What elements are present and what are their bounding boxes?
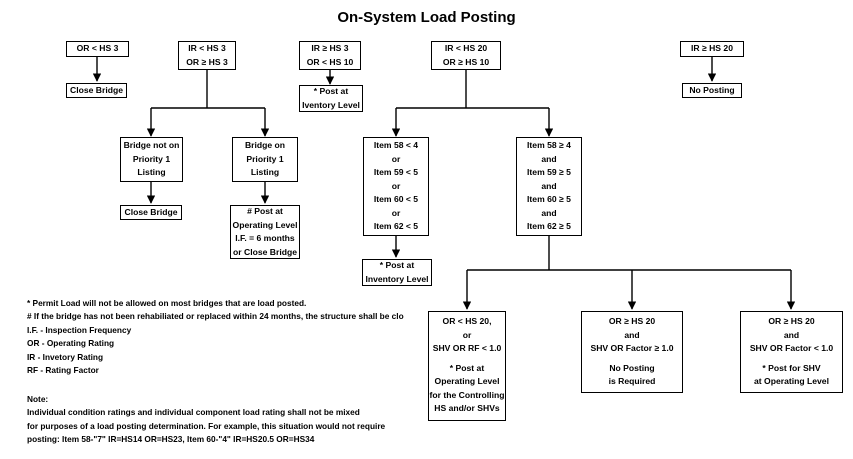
box-close-bridge-2: Close Bridge <box>120 205 182 220</box>
box-post-inventory-2: * Post at Inventory Level <box>362 259 432 286</box>
note-line-3: posting: Item 58-"7" IR=HS14 OR=HS23, It… <box>27 434 315 445</box>
note-label: Note: <box>27 394 49 404</box>
note-ir: IR - Invetory Rating <box>27 351 104 362</box>
note-line-2: for purposes of a load posting determina… <box>27 420 386 431</box>
box-not-priority: Bridge not on Priority 1 Listing <box>120 137 183 182</box>
box-ir-lt-hs20: IR < HS 20 OR ≥ HS 10 <box>431 41 501 70</box>
box-items-lt: Item 58 < 4 or Item 59 < 5 or Item 60 < … <box>363 137 429 236</box>
box-on-priority: Bridge on Priority 1 Listing <box>232 137 298 182</box>
note-or: OR - Operating Rating <box>27 338 115 349</box>
note-if: I.F. - Inspection Frequency <box>27 324 132 335</box>
box-post-operating: # Post at Operating Level I.F. = 6 month… <box>230 205 300 259</box>
box-post-inventory-1: * Post at Iventory Level <box>299 85 363 112</box>
box-ir-ge-hs3: IR ≥ HS 3 OR < HS 10 <box>299 41 361 70</box>
box-ir-ge-hs20: IR ≥ HS 20 <box>680 41 744 57</box>
chart-title: On-System Load Posting <box>337 9 516 26</box>
note-line-1: Individual condition ratings and individ… <box>27 407 360 418</box>
footnotes: * Permit Load will not be allowed on mos… <box>27 297 428 377</box>
note-rf: RF - Rating Factor <box>27 365 99 376</box>
note-permit: * Permit Load will not be allowed on mos… <box>27 298 307 308</box>
box-or-lt-hs20: OR < HS 20, or SHV OR RF < 1.0 * Post at… <box>428 311 506 421</box>
note-block: Note: Individual condition ratings and i… <box>27 393 385 447</box>
box-or-ge-hs20-b: OR ≥ HS 20 and SHV OR Factor < 1.0 * Pos… <box>740 311 843 393</box>
box-or-ge-hs20-a: OR ≥ HS 20 and SHV OR Factor ≥ 1.0 No Po… <box>581 311 683 393</box>
note-rehab: # If the bridge has not been rehabiliate… <box>27 311 404 322</box>
box-items-ge: Item 58 ≥ 4 and Item 59 ≥ 5 and Item 60 … <box>516 137 582 236</box>
box-close-bridge-1: Close Bridge <box>66 83 127 98</box>
box-no-posting: No Posting <box>682 83 742 98</box>
box-ir-lt-hs3: IR < HS 3 OR ≥ HS 3 <box>178 41 236 70</box>
box-or-lt-hs3: OR < HS 3 <box>66 41 129 57</box>
